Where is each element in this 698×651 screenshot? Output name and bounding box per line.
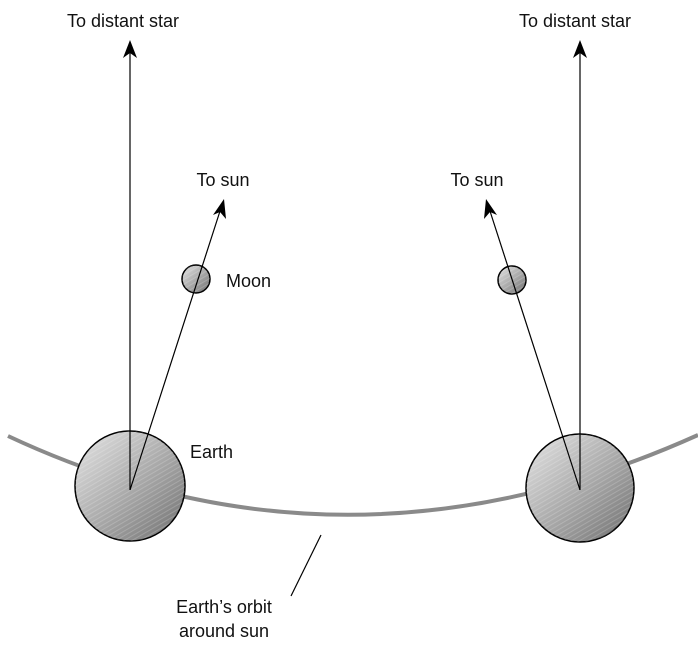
label-orbit-line2: around sun bbox=[179, 621, 269, 641]
arrow-to-distant-star-right bbox=[573, 40, 587, 490]
orbit-leader-line bbox=[291, 535, 321, 596]
label-distant-star-right: To distant star bbox=[519, 11, 631, 31]
moon-left bbox=[182, 265, 210, 293]
label-to-sun-right: To sun bbox=[450, 170, 503, 190]
label-distant-star-left: To distant star bbox=[67, 11, 179, 31]
arrow-to-distant-star-left bbox=[123, 40, 137, 490]
label-moon: Moon bbox=[226, 271, 271, 291]
label-earth: Earth bbox=[190, 442, 233, 462]
arrow-to-sun-right bbox=[484, 199, 580, 490]
label-to-sun-left: To sun bbox=[196, 170, 249, 190]
label-orbit-line1: Earth’s orbit bbox=[176, 597, 272, 617]
